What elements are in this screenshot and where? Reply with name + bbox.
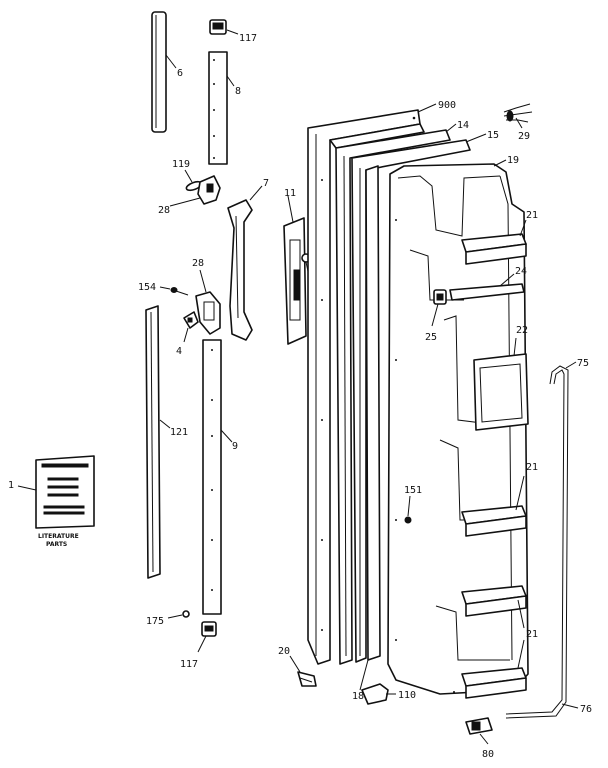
part-14-door-gasket: 14 xyxy=(335,120,469,665)
callout-22: 22 xyxy=(516,325,528,336)
callout-18: 18 xyxy=(352,691,364,702)
callout-21-b: 21 xyxy=(526,462,538,473)
callout-1: 1 xyxy=(8,480,14,491)
booklet-caption-line1: LITERATURE xyxy=(38,533,79,540)
callout-24: 24 xyxy=(515,266,527,277)
callout-151: 151 xyxy=(404,485,422,496)
callout-19: 19 xyxy=(507,155,519,166)
part-117-bottom-hinge-block: 117 xyxy=(180,621,217,670)
callout-110: 110 xyxy=(398,690,416,701)
callout-900: 900 xyxy=(438,100,456,111)
callout-76: 76 xyxy=(580,704,592,715)
part-80-clip: 80 xyxy=(465,717,494,760)
part-154-screw: 154 xyxy=(138,282,189,296)
part-21-shelf-lower: 21 xyxy=(461,585,538,699)
part-21-shelf-upper: 21 xyxy=(461,210,538,265)
callout-21-c: 21 xyxy=(526,629,538,640)
part-20-plug: 20 xyxy=(278,646,317,687)
callout-117-top: 117 xyxy=(239,33,257,44)
callout-28-top: 28 xyxy=(158,205,170,216)
callout-4: 4 xyxy=(176,346,182,357)
callout-25: 25 xyxy=(425,332,437,343)
part-8-handle-bar-upper: 8 xyxy=(208,51,241,165)
part-76-rod-end: 76 xyxy=(561,703,592,715)
part-110-cap: 110 xyxy=(361,683,416,705)
callout-175: 175 xyxy=(146,616,164,627)
callout-11: 11 xyxy=(284,188,296,199)
part-75-rod: 75 xyxy=(505,358,589,719)
callout-75: 75 xyxy=(577,358,589,369)
callout-14: 14 xyxy=(457,120,469,131)
part-1-literature-booklet: 1 LITERATURE PARTS xyxy=(8,455,95,548)
part-9-handle-bar-lower: 9 xyxy=(202,339,238,615)
part-18-vertical-strip: 18 xyxy=(352,165,381,702)
part-6-top-trim: 6 xyxy=(151,11,183,133)
callout-28-mid: 28 xyxy=(192,258,204,269)
part-119-screw: 119 xyxy=(172,159,203,192)
callout-8: 8 xyxy=(235,86,241,97)
callout-21-a: 21 xyxy=(526,210,538,221)
callout-117-bottom: 117 xyxy=(180,659,198,670)
part-28-top-cap: 28 xyxy=(158,175,221,216)
part-117-top-hinge-block: 117 xyxy=(209,19,257,44)
part-4-clip: 4 xyxy=(176,311,199,357)
part-21-shelf-middle: 21 xyxy=(461,462,538,537)
callout-29: 29 xyxy=(518,131,530,142)
callout-9: 9 xyxy=(232,441,238,452)
part-11-hinge-bracket: 11 xyxy=(283,188,307,345)
part-121-long-trim: 121 xyxy=(145,305,188,579)
booklet-caption-line2: PARTS xyxy=(46,541,67,548)
part-7-door-handle: 7 xyxy=(227,178,269,341)
part-28-mid-cap: 28 xyxy=(192,258,221,335)
callout-154: 154 xyxy=(138,282,156,293)
callout-15: 15 xyxy=(487,130,499,141)
callout-6: 6 xyxy=(177,68,183,79)
part-900-outer-door-panel: 900 xyxy=(307,100,456,665)
part-19-door-liner: 19 xyxy=(387,155,529,695)
part-22-dairy-door: 22 xyxy=(473,325,529,431)
part-175-screw: 175 xyxy=(146,610,190,627)
callout-20: 20 xyxy=(278,646,290,657)
callout-121: 121 xyxy=(170,427,188,438)
part-24-bar: 24 xyxy=(449,266,527,301)
part-151-screw: 151 xyxy=(404,485,422,524)
part-29-wire-harness: 29 xyxy=(503,103,533,142)
part-25-latch: 25 xyxy=(425,289,447,343)
callout-80: 80 xyxy=(482,749,494,760)
callout-7: 7 xyxy=(263,178,269,189)
callout-119: 119 xyxy=(172,159,190,170)
